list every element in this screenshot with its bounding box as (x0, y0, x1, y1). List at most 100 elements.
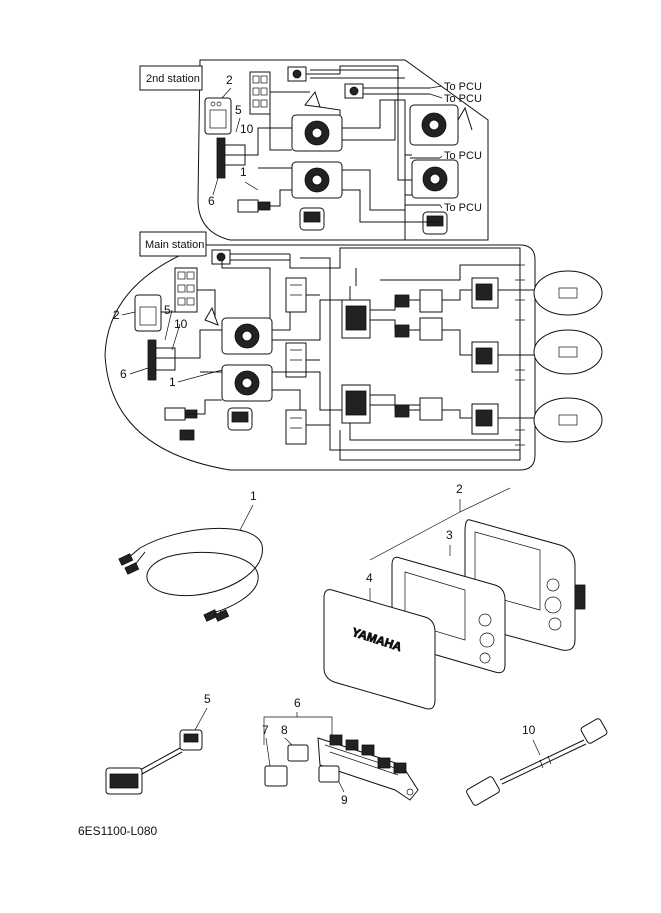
part-4-callout: 4 (366, 571, 373, 585)
cap-icon (287, 744, 309, 762)
to-pcu-label: To PCU (444, 93, 482, 105)
switch-icon (186, 271, 195, 280)
wire-harness (161, 247, 534, 461)
engine-ecu-icon (558, 287, 578, 299)
socket-icon (361, 744, 375, 756)
cap-icon (318, 765, 340, 783)
wire (499, 739, 587, 785)
part-6-callout: 6 (294, 696, 301, 710)
display-button-icon (479, 632, 495, 648)
key-switch-knob-icon (349, 86, 359, 96)
display-button-icon (548, 617, 562, 631)
drawing-code: 6ES1100-L080 (78, 824, 158, 838)
to-pcu-label: To PCU (444, 81, 482, 93)
connector-body-icon (303, 211, 321, 223)
callout-5: 5 (164, 303, 171, 317)
part-3-callout: 3 (446, 528, 453, 542)
switch-icon (177, 284, 186, 293)
harness-connector-icon (124, 562, 140, 575)
cap-icon (264, 765, 288, 787)
part-10-callout: 10 (522, 723, 536, 737)
to-pcu-label: To PCU (444, 202, 482, 214)
switch-icon (177, 271, 186, 280)
switch-icon (252, 75, 260, 84)
outboard-engine-icon (533, 329, 603, 375)
callout-leader-line (263, 712, 333, 745)
control-box-hub-icon (311, 174, 323, 186)
callout-10: 10 (240, 122, 254, 136)
switch-icon (252, 87, 260, 96)
socket-icon (329, 734, 343, 746)
exploded-parts-group: 1 2 3 4 YAMAHA 5 (105, 482, 608, 807)
engine-ecu-icon (558, 414, 578, 426)
junction-hub-icon (216, 137, 226, 179)
display-mount-icon (574, 584, 586, 610)
outboard-engine-icon (533, 397, 603, 443)
main-station-outline (104, 244, 536, 471)
wire (363, 87, 430, 95)
socket-icon (393, 762, 407, 774)
harness-connector-icon (203, 609, 219, 622)
pcu-leader-line (429, 85, 443, 209)
switch-icon (177, 297, 186, 306)
switch-icon (252, 99, 260, 108)
wire (127, 547, 223, 619)
control-unit-body-icon (345, 390, 367, 416)
main-station-group: Main station (104, 231, 603, 471)
part-7-callout: 7 (262, 723, 269, 737)
callout-leader-line (239, 504, 254, 531)
junction-hub-icon (147, 339, 157, 381)
display-cover-icon (323, 589, 436, 710)
part-1-callout: 1 (250, 489, 257, 503)
second-station-label-box (139, 65, 203, 91)
relay-icon (394, 294, 410, 308)
wire (156, 329, 222, 373)
key-switch-knob-icon (292, 69, 302, 79)
callout-leader-line (369, 487, 511, 612)
panel-icon (204, 97, 232, 135)
socket-icon (377, 757, 391, 769)
panel-knob-icon (210, 101, 216, 107)
harness-connector-icon (118, 553, 134, 566)
connector-body-icon (109, 773, 139, 789)
mount-hole-icon (406, 788, 414, 796)
part-8-callout: 8 (281, 723, 288, 737)
relay-icon (394, 324, 410, 338)
display-screen-icon (474, 531, 541, 611)
gauge-icon (285, 409, 307, 445)
callout-6: 6 (208, 194, 215, 208)
switch-icon (260, 87, 268, 96)
wire (230, 253, 290, 261)
wire-harness-coil-icon (139, 527, 263, 613)
display-button-icon (479, 652, 491, 664)
part-5-callout: 5 (204, 692, 211, 706)
sensor-icon (237, 199, 259, 213)
fuse-box-icon (419, 317, 443, 341)
callout-6: 6 (120, 367, 127, 381)
wire (225, 127, 292, 169)
relay-icon (394, 404, 410, 418)
wire-sleeve (539, 755, 552, 769)
fuse-box-icon (419, 289, 443, 313)
control-unit-body-icon (345, 305, 367, 331)
main-station-label-box (139, 231, 207, 257)
gauge-detail (290, 284, 302, 429)
sensor-connector-icon (179, 429, 195, 441)
key-switch-knob-icon (216, 252, 226, 262)
sensor-connector-icon (257, 201, 271, 211)
buzzer-icon (304, 90, 321, 108)
sensor-icon (164, 407, 186, 421)
engine-ecu-icon (558, 346, 578, 358)
buzzer-icon (204, 306, 219, 326)
actuator-body-icon (475, 283, 493, 301)
callout-2: 2 (113, 308, 120, 322)
connector-body-icon (183, 733, 199, 743)
buzzer-icon (457, 106, 473, 131)
wire (139, 747, 183, 775)
callout-5: 5 (235, 103, 242, 117)
panel-screen-icon (139, 306, 157, 326)
wire-harness (269, 66, 440, 240)
display-window-icon (404, 571, 466, 641)
main-station-label: Main station (145, 239, 204, 251)
